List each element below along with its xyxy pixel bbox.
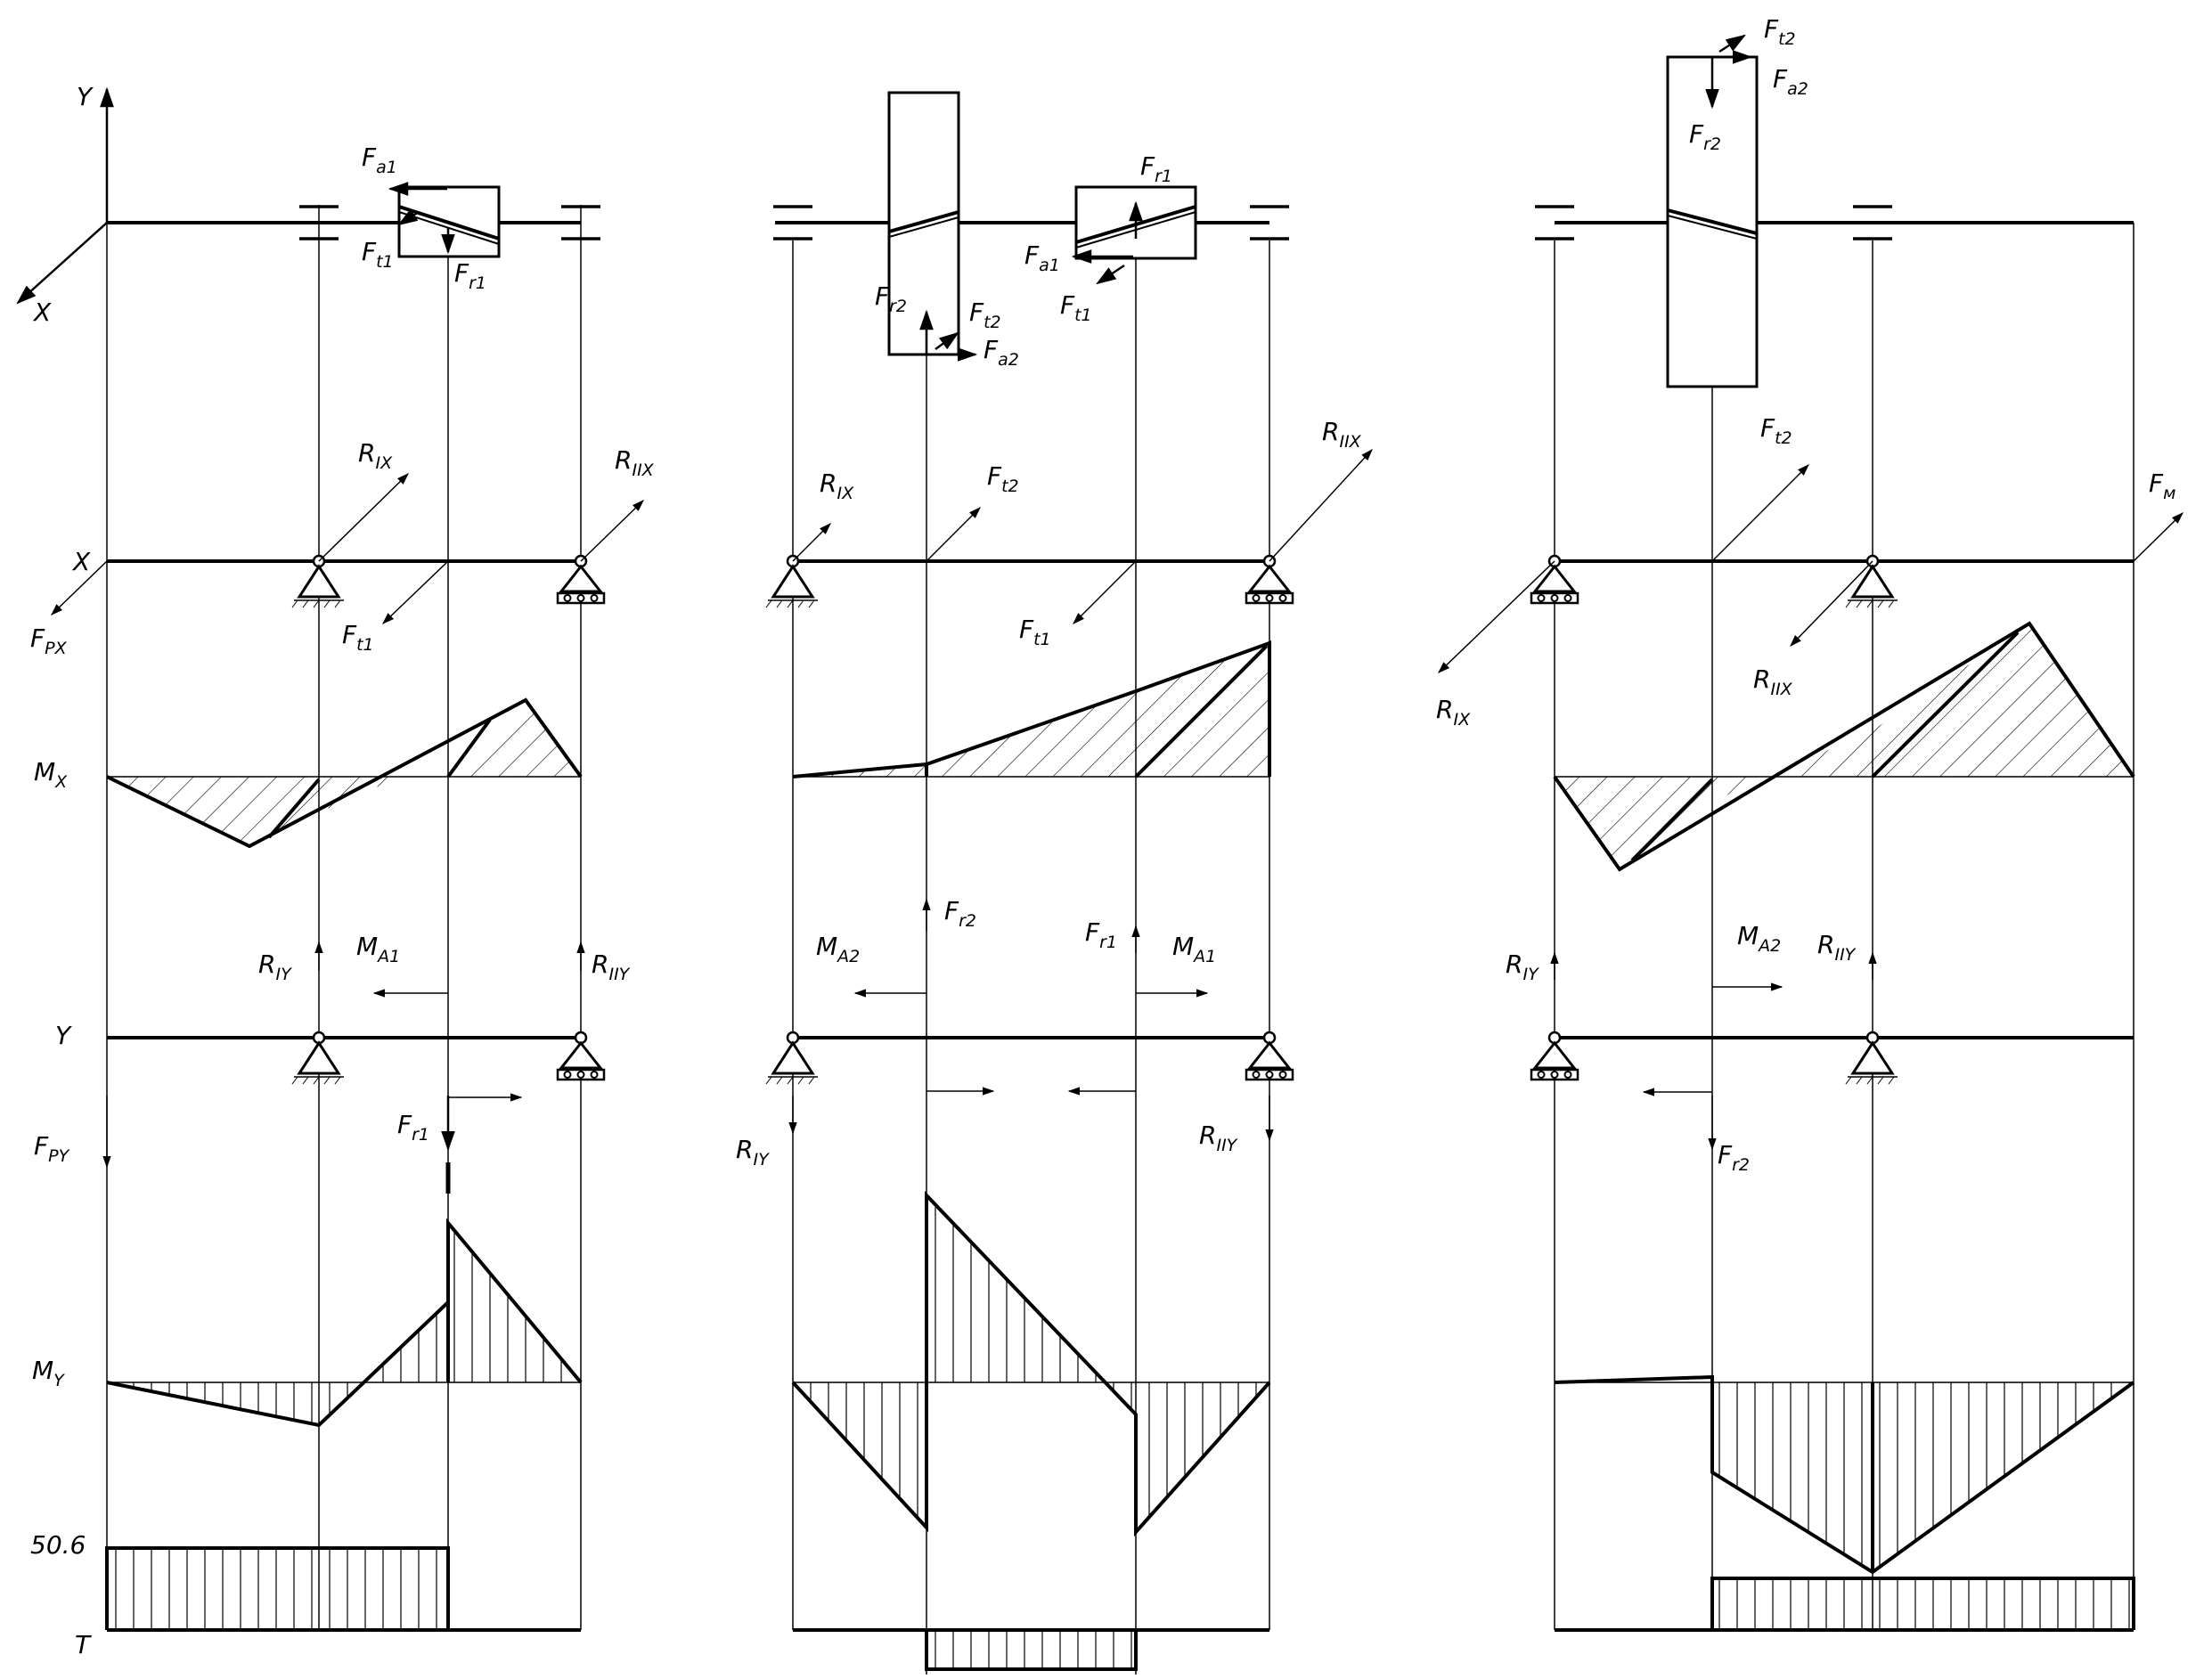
torque-value: 50.6 [30, 1530, 86, 1560]
shaft-1-projection-lines [106, 205, 582, 1630]
label-ft2-x-3: Ft2 [1760, 413, 1792, 448]
label-riiy-3: RIIY [1817, 930, 1857, 965]
x-plane-label: X [71, 547, 91, 576]
shaft-1-gear [388, 182, 501, 258]
shaft-1-gear-labels: Fa1 Ft1 Fr1 [362, 143, 486, 293]
label-riy: RIY [258, 950, 292, 984]
label-ft1-x-2: Ft1 [1019, 615, 1051, 649]
support-2-left-x [764, 554, 820, 609]
label-riy-2: RIY [736, 1135, 770, 1170]
axis-x-label: X [32, 297, 52, 327]
support-1-left-y [290, 1031, 346, 1086]
mx-curve-2 [792, 640, 1271, 778]
label-fa1: Fa1 [362, 143, 397, 177]
label-ma1: MA1 [356, 932, 400, 966]
label-ft2-3: Ft2 [1764, 14, 1796, 49]
label-riiy: RIIY [592, 950, 631, 984]
label-fr2: Fr2 [875, 281, 907, 316]
label-fr2-y: Fr2 [944, 896, 976, 931]
shaft-1-group: Y X Fa1 Ft1 Fr1 X RIX RIIX [16, 82, 655, 1659]
torque-diagram-1 [105, 1546, 450, 1630]
label-ft2: Ft2 [969, 297, 1001, 332]
label-ma2-3: MA2 [1737, 921, 1781, 956]
label-rix-2: RIX [820, 469, 854, 503]
shaft-2-group: Fr2 Ft2 Fa2 Fr1 Fa1 Ft1 RIX Ft2 RIIX Ft1 [736, 91, 1373, 1675]
my-curve-1 [106, 1300, 450, 1428]
label-riiy-2: RIIY [1199, 1121, 1238, 1155]
my-curve-2 [791, 1191, 1271, 1537]
label-fr1-y-2: Fr1 [1085, 917, 1117, 952]
label-my: MY [32, 1356, 65, 1390]
axis-y-label: Y [77, 82, 94, 111]
label-riix: RIIX [615, 445, 655, 480]
label-torque: T [75, 1630, 92, 1659]
label-fpy: FPY [34, 1131, 70, 1166]
label-ma2: MA2 [816, 932, 860, 966]
label-fa1-2: Fa1 [1024, 240, 1060, 275]
shaft-2-projection-lines [792, 240, 1270, 1675]
mx-curve-1 [106, 697, 583, 849]
coordinate-axes: Y X [16, 82, 114, 327]
torque-diagram-2 [925, 1630, 1138, 1671]
label-ma1-2: MA1 [1172, 932, 1216, 966]
y-plane-label: Y [55, 1021, 72, 1050]
label-fa2: Fa2 [984, 335, 1019, 370]
label-ft1-2: Ft1 [1060, 290, 1092, 325]
support-1-left-x [290, 554, 346, 609]
support-2-left-y [764, 1031, 820, 1086]
label-fr2-3: Fr2 [1689, 119, 1721, 154]
mx-curve-3 [1553, 621, 2135, 872]
label-riy-3: RIY [1506, 950, 1539, 984]
label-mx: MX [34, 757, 68, 792]
shaft-3-group: Ft2 Fa2 Fr2 Ft2 Fм RIX RIIX RIY MA2 [1436, 14, 2183, 1632]
label-rix: RIX [358, 438, 393, 473]
label-fr1-y: Fr1 [397, 1110, 429, 1145]
label-fr2-y-3: Fr2 [1718, 1140, 1750, 1175]
my-curve-3 [1554, 1374, 2135, 1575]
shaft-3-gear [1666, 34, 1759, 388]
label-fa2-3: Fa2 [1773, 64, 1808, 99]
label-fpx: FPX [30, 624, 68, 658]
label-fm: Fм [2149, 469, 2175, 503]
shaft-2-gear-small [1071, 185, 1197, 285]
label-ft2-x: Ft2 [987, 461, 1019, 496]
label-rix-3: RIX [1436, 695, 1471, 729]
label-fr1: Fr1 [454, 258, 486, 293]
label-riix-3: RIIX [1753, 664, 1793, 699]
label-ft1-x: Ft1 [342, 620, 374, 655]
support-3-right-y [1844, 1031, 1899, 1086]
shaft-2-gear-large [887, 91, 978, 362]
label-ft1: Ft1 [362, 237, 394, 272]
torque-diagram-3 [1710, 1577, 2135, 1630]
label-fr1-top: Fr1 [1140, 151, 1172, 186]
label-riix-2: RIIX [1322, 417, 1362, 452]
